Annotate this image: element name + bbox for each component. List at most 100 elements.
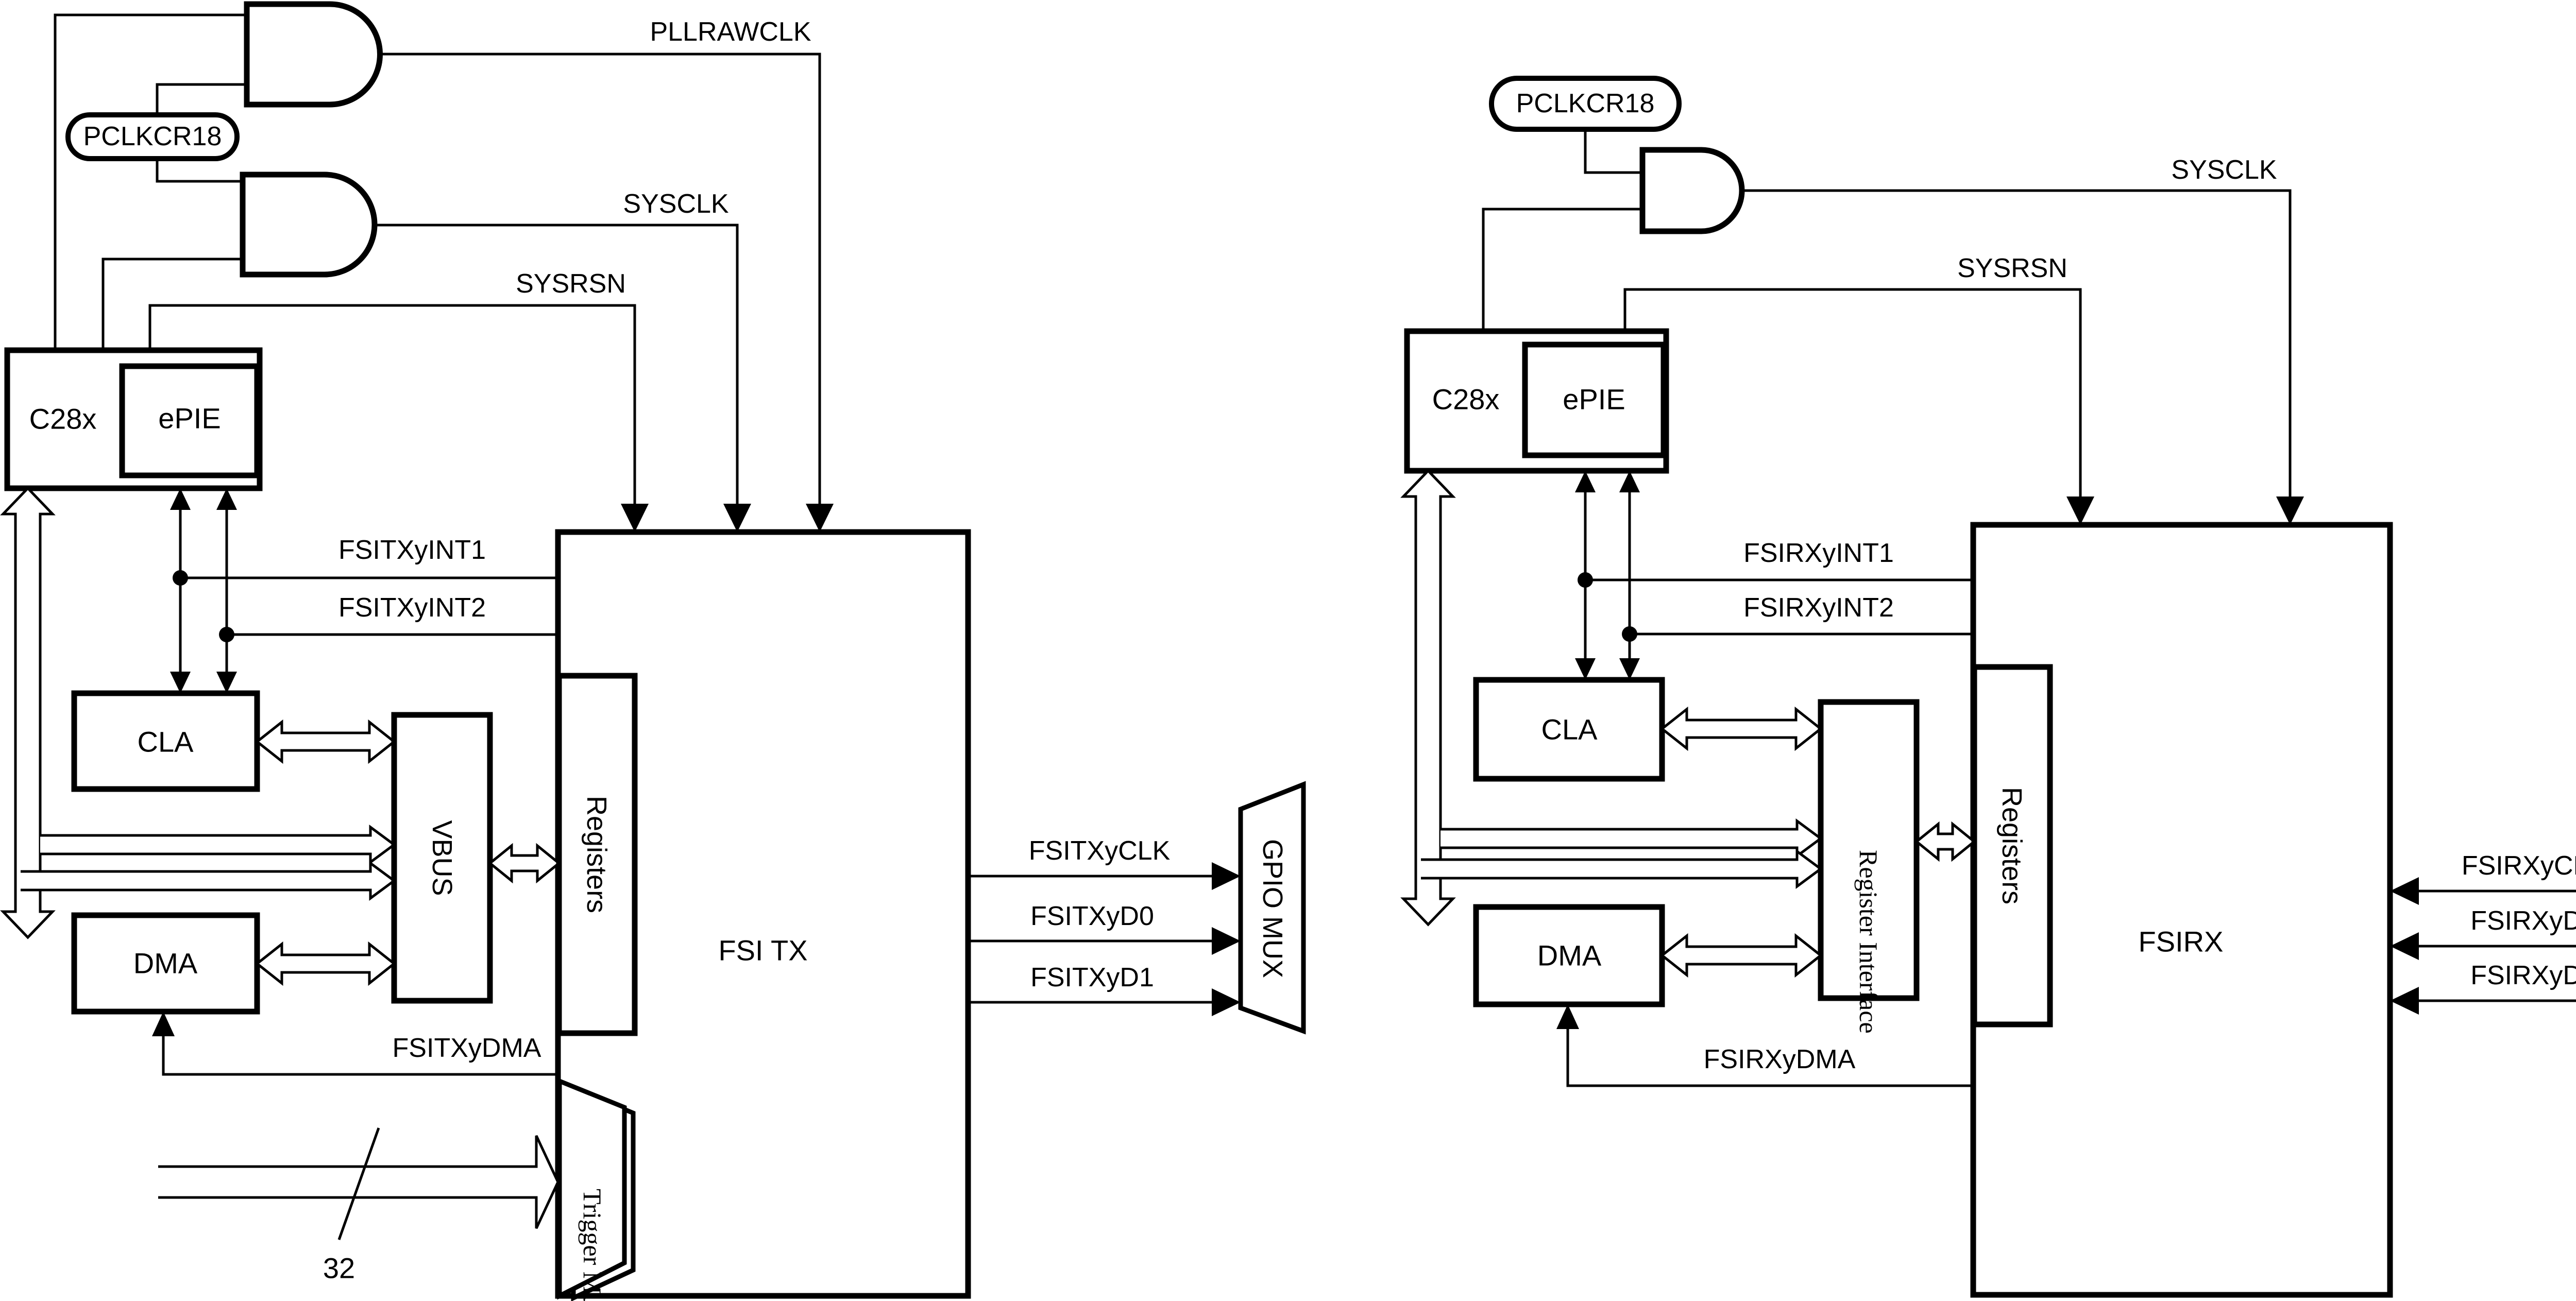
rx-dma-signal-label: FSIRXyDMA (1704, 1045, 1856, 1074)
rx-d0-arrowhead (2390, 932, 2419, 960)
tx-d1-label: FSITXyD1 (1030, 963, 1154, 992)
rx-dma-label: DMA (1537, 939, 1602, 972)
rx-bus-regif-arrow-lower (1421, 849, 1823, 889)
tx-d0-label: FSITXyD0 (1030, 901, 1154, 931)
rx-cla-label: CLA (1541, 713, 1598, 746)
tx-int2-label: FSITXyINT2 (338, 593, 486, 623)
tx-and-gate-pllrawclk (244, 1, 383, 108)
tx-pllrawclk-label: PLLRAWCLK (650, 17, 811, 47)
rx-cpu-bus-double-arrow (1400, 469, 1456, 927)
tx-bus-vbus-arrow-lower (21, 861, 397, 901)
tx-sysclk-arrowhead (723, 504, 751, 532)
rx-registers-label: Registers (1996, 787, 2027, 904)
tx-vbus-registers-arrow (488, 843, 561, 884)
rx-regif-registers-arrow (1914, 821, 1976, 862)
tx-cla-vbus-arrow (255, 719, 397, 764)
rx-epie-arrow2-up-head (1619, 471, 1640, 492)
rx-d1-label: FSIRXyD1 (2470, 961, 2576, 990)
rx-sysclk-arrowhead (2276, 497, 2304, 525)
tx-trigger-bus-arrow (158, 1135, 560, 1229)
tx-and2-input-b-line (101, 258, 243, 350)
rx-and-input-b-line (1482, 208, 1642, 331)
rx-sysrsn-line (1623, 288, 2082, 498)
rx-sysrsn-label: SYSRSN (1957, 253, 2067, 283)
tx-cla-box (71, 690, 260, 792)
tx-registers-box (556, 673, 638, 1036)
tx-and-gate-sysclk (240, 172, 378, 278)
rx-epie-arrow2-down-head (1619, 658, 1640, 680)
tx-sysclk-label: SYSCLK (623, 189, 729, 219)
rx-epie-arrow1-up-head (1575, 471, 1596, 492)
rx-sysclk-label: SYSCLK (2171, 155, 2277, 185)
rx-dma-signal-line (1566, 1028, 1973, 1087)
rx-epie-arrow1-down-head (1575, 658, 1596, 680)
tx-sysclk-line (375, 224, 739, 505)
tx-sysrsn-line (148, 304, 636, 505)
tx-dma-box (71, 912, 260, 1015)
tx-registers-label: Registers (581, 796, 612, 913)
rx-bus-regif-arrow-upper (1440, 818, 1823, 859)
tx-d1-arrowhead (1212, 988, 1241, 1016)
tx-gpio-mux-label: GPIO MUX (1257, 839, 1288, 978)
tx-sysrsn-arrowhead (621, 504, 649, 532)
rx-fsirx-label: FSIRX (2139, 926, 2224, 958)
rx-sysclk-line (1742, 189, 2292, 498)
tx-epie-arrow2-up-head (216, 488, 237, 510)
tx-vbus-box (391, 712, 493, 1004)
tx-gpio-mux-shape (1238, 781, 1306, 1035)
tx-trigger-muxes-shape (557, 1077, 627, 1300)
rx-pclkcr18-to-and-line (1584, 129, 1642, 174)
tx-epie-arrow1-up-head (170, 488, 191, 510)
rx-register-interface-label: Register Interface (1854, 850, 1883, 1034)
tx-dma-vbus-arrow (255, 941, 397, 986)
rx-epie-box (1522, 341, 1667, 458)
tx-epie-box (119, 363, 260, 478)
rx-int2-label: FSIRXyINT2 (1743, 593, 1894, 623)
tx-pclkcr18-label: PCLKCR18 (83, 122, 222, 151)
rx-registers-box (1971, 664, 2053, 1028)
rx-d0-label: FSIRXyD0 (2470, 906, 2576, 936)
rx-cla-box (1473, 677, 1665, 782)
tx-pclkcr18-to-and2-line (156, 159, 243, 183)
tx-sysrsn-label: SYSRSN (516, 269, 626, 299)
tx-cpu-bus-double-arrow (0, 486, 56, 939)
rx-cla-regif-arrow (1659, 706, 1823, 751)
tx-clk-label: FSITXyCLK (1029, 836, 1171, 866)
rx-dma-regif-arrow (1659, 933, 1823, 978)
tx-int1-label: FSITXyINT1 (338, 535, 486, 565)
rx-c28x-label: C28x (1432, 383, 1500, 416)
tx-trigger-muxes-label: Trigger Muxes (578, 1189, 607, 1301)
rx-clk-label: FSIRXyCLK (2462, 851, 2576, 881)
tx-fsi-tx-label: FSI TX (718, 934, 807, 967)
tx-pllrawclk-line (380, 53, 821, 505)
rx-d1-arrowhead (2390, 987, 2419, 1015)
tx-bus-vbus-arrow-upper (40, 825, 397, 865)
tx-cla-label: CLA (138, 726, 194, 758)
tx-d0-arrowhead (1212, 927, 1241, 955)
rx-clk-arrowhead (2390, 877, 2419, 905)
tx-clk-arrowhead (1212, 862, 1241, 890)
tx-dma-signal-arrowhead (152, 1012, 175, 1036)
tx-and1-input-b-line (156, 83, 247, 115)
rx-epie-label: ePIE (1563, 383, 1625, 416)
tx-dma-signal-line (162, 1035, 558, 1076)
rx-sysrsn-arrowhead (2066, 497, 2094, 525)
rx-register-interface-box (1818, 699, 1920, 1001)
tx-epie-arrow2-down-head (216, 672, 237, 693)
rx-pclkcr18-label: PCLKCR18 (1516, 89, 1655, 118)
tx-epie-arrow1-down-head (170, 672, 191, 693)
tx-pllrawclk-arrowhead (806, 504, 834, 532)
rx-int1-label: FSIRXyINT1 (1743, 538, 1894, 568)
tx-pclkcr18-oval (65, 112, 240, 161)
rx-dma-box (1473, 904, 1665, 1007)
tx-bus-width-label: 32 (323, 1252, 355, 1285)
tx-c28x-label: C28x (29, 403, 97, 435)
tx-vbus-label: VBUS (427, 820, 457, 896)
tx-bus-width-slash (337, 1127, 380, 1240)
rx-and-gate-sysclk (1639, 147, 1745, 234)
tx-dma-signal-label: FSITXyDMA (393, 1033, 541, 1063)
tx-and1-input-a-line (54, 13, 247, 350)
tx-dma-label: DMA (133, 947, 198, 980)
